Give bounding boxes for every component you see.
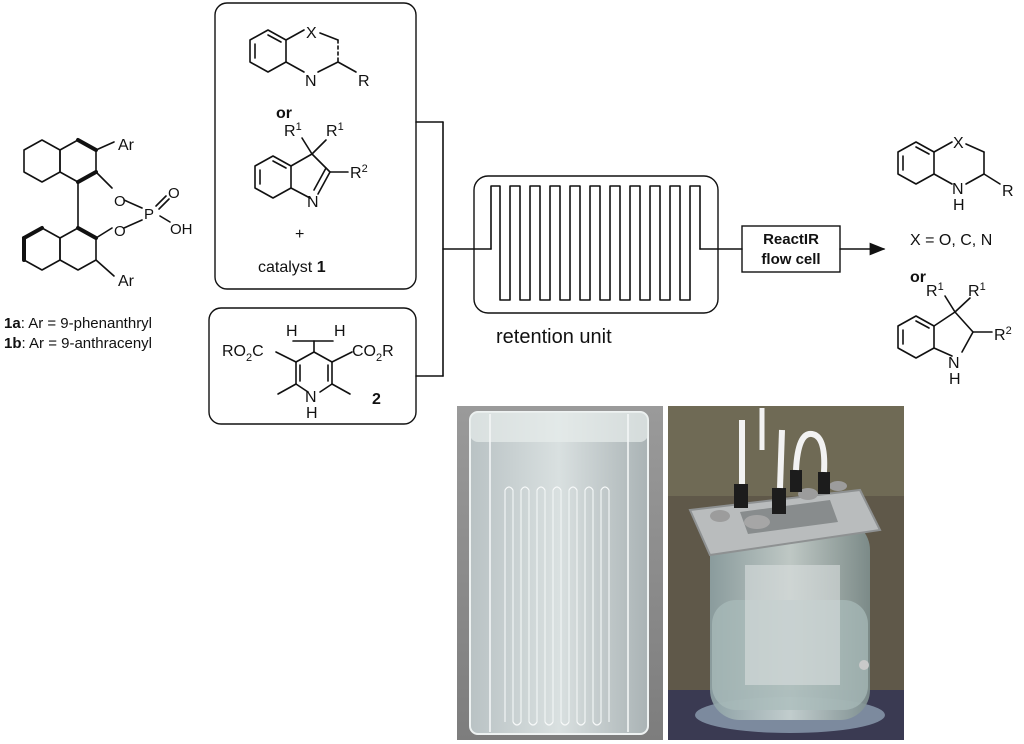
indolenine-n: N: [307, 194, 319, 211]
product-r2: R2: [994, 325, 1012, 344]
p-r1b-sup: 1: [980, 281, 986, 293]
indolenine-r1b: R1: [326, 121, 344, 140]
indoline-n: N: [948, 355, 960, 372]
r1a-base: R: [284, 123, 296, 140]
ester-left-base: RO: [222, 343, 246, 360]
photo-beaker-setup: [668, 406, 904, 740]
r1a-sup: 1: [296, 121, 302, 133]
product-r1b: R1: [968, 281, 986, 300]
x-values: X = O, C, N: [910, 232, 992, 249]
p-r2-base: R: [994, 327, 1006, 344]
o-label-lower: O: [114, 223, 126, 240]
hantzsch-box: [208, 307, 417, 425]
hantzsch-nh: H: [306, 405, 318, 422]
ar-label-bottom: Ar: [118, 273, 135, 290]
r2-sup: 2: [362, 163, 368, 175]
catalyst-structure: [22, 138, 171, 277]
p-r2-sup: 2: [1006, 325, 1012, 337]
photo-glass-plate: [457, 406, 663, 740]
flow-cell-line2: flow cell: [761, 251, 820, 268]
quinoline-x: X: [306, 25, 317, 42]
ester-right-sub: 2: [376, 352, 382, 364]
p-label: P: [144, 206, 154, 223]
catalyst-legend-a: 1a: Ar = 9-phenanthryl: [4, 315, 152, 332]
indoline-nh: H: [949, 371, 961, 388]
catalyst-caption: catalyst 1: [258, 259, 326, 276]
p-r1b-base: R: [968, 283, 980, 300]
serpentine-channel: [490, 185, 701, 301]
catalyst-caption-text: catalyst: [258, 259, 317, 276]
indoline-structure: [897, 295, 993, 359]
plus-sign: +: [295, 226, 304, 243]
r1b-sup: 1: [338, 121, 344, 133]
indolenine-r2: R2: [350, 163, 368, 182]
retention-unit-label: retention unit: [496, 326, 612, 348]
ester-right: CO2R: [352, 343, 394, 364]
p-r1a-base: R: [926, 283, 938, 300]
feed-lines: [415, 121, 492, 377]
or-label-substrate: or: [276, 105, 292, 122]
ester-left-tail: C: [252, 343, 264, 360]
legend-a-id: 1a: [4, 315, 21, 332]
quinoline-structure: [249, 29, 357, 73]
hantzsch-n: N: [305, 389, 317, 406]
hantzsch-number: 2: [372, 391, 381, 408]
legend-b-id: 1b: [4, 335, 22, 352]
product-nh: H: [953, 197, 965, 214]
p-r1a-sup: 1: [938, 281, 944, 293]
or-label-products: or: [910, 269, 926, 286]
quinoline-n: N: [305, 73, 317, 90]
ester-left-sub: 2: [246, 352, 252, 364]
tetrahydroquinoline-structure: [897, 141, 1001, 185]
hantzsch-h-right: H: [334, 323, 346, 340]
product-r: R: [1002, 183, 1014, 200]
hantzsch-h-left: H: [286, 323, 298, 340]
r2-base: R: [350, 165, 362, 182]
catalyst-caption-num: 1: [317, 259, 326, 276]
ester-right-base: CO: [352, 343, 376, 360]
retention-unit-box: [473, 175, 719, 314]
legend-a-text: : Ar = 9-phenanthryl: [21, 315, 152, 332]
o-double-label: O: [168, 185, 180, 202]
ar-label-top: Ar: [118, 137, 135, 154]
product-x: X: [953, 135, 964, 152]
legend-b-text: : Ar = 9-anthracenyl: [22, 335, 153, 352]
quinoline-r: R: [358, 73, 370, 90]
ester-left: RO2C: [222, 343, 264, 364]
oh-label: OH: [170, 221, 193, 238]
flow-cell-line1: ReactIR: [763, 231, 819, 248]
catalyst-legend-b: 1b: Ar = 9-anthracenyl: [4, 335, 152, 352]
hantzsch-structure: [275, 340, 353, 395]
indolenine-structure: [254, 137, 349, 199]
substrate-box: [214, 2, 417, 290]
o-label-upper: O: [114, 193, 126, 210]
r1b-base: R: [326, 123, 338, 140]
product-r1a: R1: [926, 281, 944, 300]
indolenine-r1a: R1: [284, 121, 302, 140]
product-n: N: [952, 181, 964, 198]
ester-right-tail: R: [382, 343, 394, 360]
